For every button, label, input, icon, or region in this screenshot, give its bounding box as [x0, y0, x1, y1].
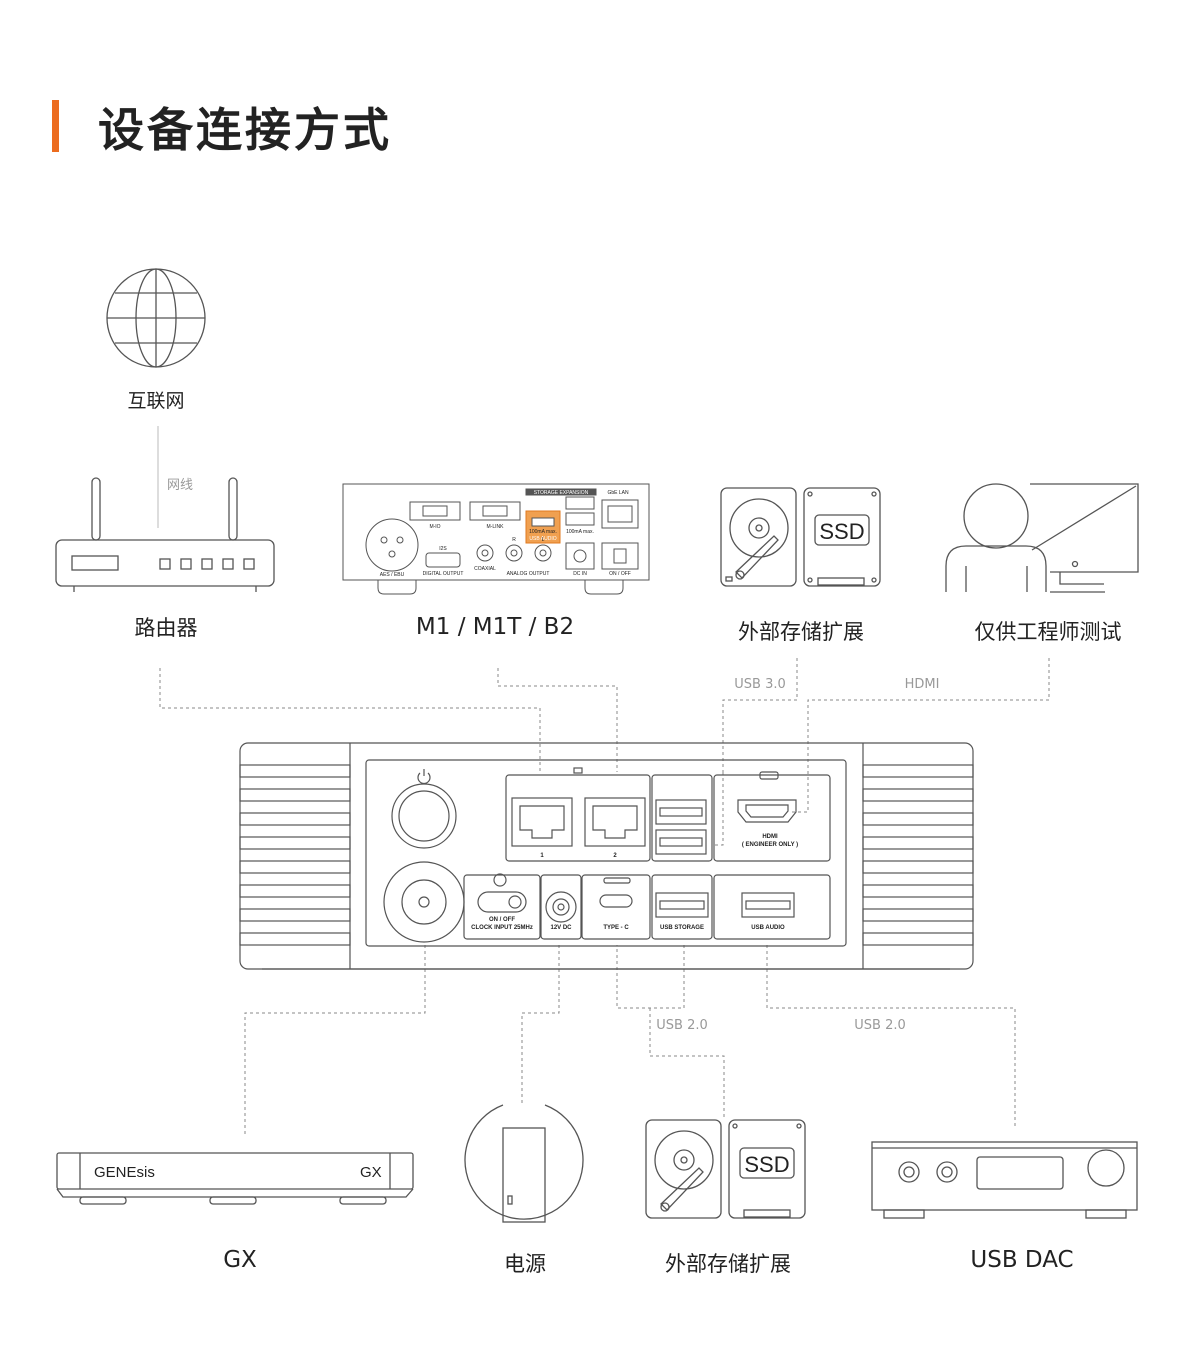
engineer-label: 仅供工程师测试	[974, 620, 1122, 644]
connection-lines	[159, 658, 1050, 1135]
title-accent-bar	[52, 100, 59, 152]
ssd-icon	[803, 487, 881, 587]
power-icon	[391, 769, 457, 849]
router-icon	[55, 477, 275, 592]
usb20-a-label: USB 2.0	[656, 1018, 708, 1033]
m1-r-label: R	[512, 537, 516, 543]
storage-bottom-label: 外部存储扩展	[665, 1252, 791, 1276]
port-lan1-label: 1	[540, 853, 544, 859]
m1-dc-in-label: DC IN	[573, 571, 587, 577]
port-lan2-label: 2	[613, 853, 617, 859]
m1-analog-output-label: ANALOG OUTPUT	[507, 571, 550, 577]
m1-digital-output-label: DIGITAL OUTPUT	[423, 571, 464, 577]
m1-100ma-b-label: 100mA max.	[566, 529, 594, 535]
m1-port-mio-label: M-IO	[429, 524, 440, 530]
ssd-text-bottom: SSD	[744, 1152, 789, 1177]
port-usb-storage-label: USB STORAGE	[660, 925, 704, 931]
gx-label: GX	[223, 1247, 257, 1273]
gx-mark-text: GX	[360, 1164, 382, 1181]
m1-gbe-lan-label: GbE LAN	[607, 490, 629, 496]
usb-dac-icon	[871, 1141, 1138, 1219]
port-clock-label: ON / OFF	[489, 917, 515, 923]
genesis-text: GENEsis	[94, 1164, 155, 1181]
m1-port-mlink-label: M-LINK	[487, 524, 505, 530]
internet-label: 互联网	[127, 390, 185, 412]
clock-icon	[477, 873, 527, 913]
power-label: 电源	[504, 1252, 546, 1276]
m1-device-icon	[342, 483, 650, 595]
network-cable-label: 网线	[166, 478, 194, 493]
hdmi-link-label: HDMI	[904, 677, 940, 692]
lan-icon	[511, 767, 646, 847]
usb20-b-label: USB 2.0	[854, 1018, 906, 1033]
usb-icon	[655, 799, 707, 855]
m1-i2s-label: I2S	[439, 546, 447, 552]
port-hdmi-label: HDMI	[762, 834, 778, 840]
usb-dac-label: USB DAC	[970, 1247, 1074, 1273]
storage-top-label: 外部存储扩展	[738, 620, 864, 644]
m1-coaxial-label: COAXIAL	[474, 566, 496, 572]
ssd-text-top: SSD	[819, 519, 864, 544]
usb30-label: USB 3.0	[734, 677, 786, 692]
m1-l-label: L	[542, 537, 545, 543]
m1-label: M1 / M1T / B2	[415, 614, 575, 640]
port-typec-label: TYPE - C	[603, 925, 629, 931]
m1-100ma-a-label: 100mA max.	[529, 529, 557, 535]
left-fins	[239, 764, 351, 946]
monitor-icon	[1030, 483, 1139, 593]
port-hdmi-note-label: ( ENGINEER ONLY )	[742, 842, 798, 848]
power-adapter-icon	[464, 1104, 584, 1223]
hdd-icon	[645, 1119, 722, 1219]
port-usb-audio-label: USB AUDIO	[751, 925, 785, 931]
m1-storage-expansion-label: STORAGE EXPANSION	[534, 490, 589, 496]
ssd-icon	[728, 1119, 806, 1219]
port-clock2-label: CLOCK INPUT 25MHz	[471, 925, 533, 931]
router-label: 路由器	[134, 616, 198, 640]
m1-on-off-label: ON / OFF	[609, 571, 631, 577]
engineer-icon	[945, 483, 1047, 592]
gx-device-icon	[56, 1152, 414, 1205]
right-fins	[862, 764, 974, 946]
main-device-icon	[239, 742, 974, 970]
m1-aes-label: AES / EBU	[380, 572, 405, 578]
port-12v-label: 12V DC	[550, 925, 572, 931]
m1-usb-audio-label: USB AUDIO	[529, 536, 556, 542]
globe-icon	[106, 268, 206, 368]
hdmi-icon	[737, 771, 797, 823]
page-title: 设备连接方式	[98, 103, 392, 157]
hdd-icon	[720, 487, 797, 587]
